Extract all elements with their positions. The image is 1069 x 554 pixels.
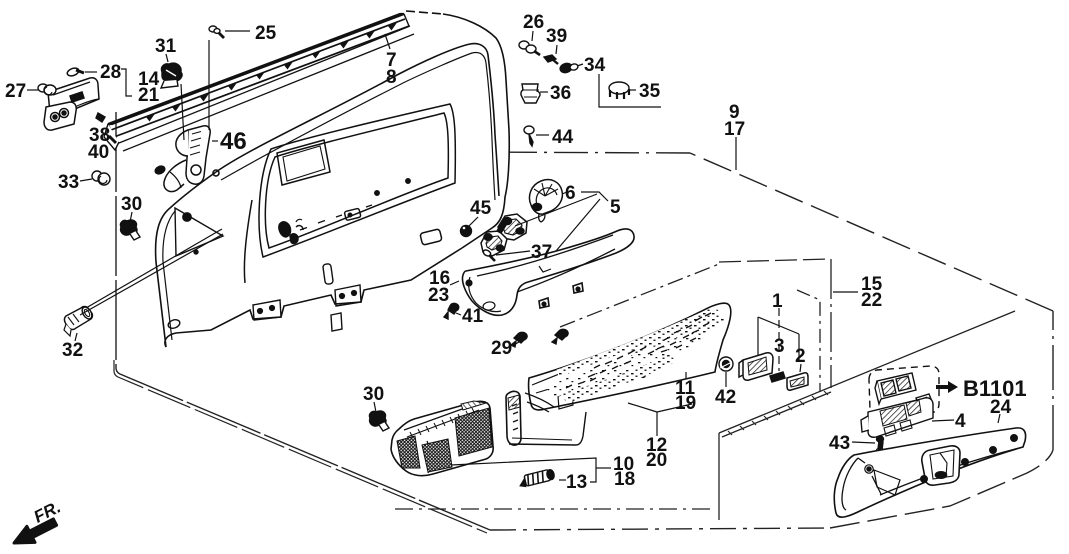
svg-text:33: 33 [58, 172, 79, 193]
svg-text:35: 35 [639, 81, 661, 102]
svg-text:16: 16 [429, 268, 450, 289]
svg-text:23: 23 [428, 285, 449, 306]
svg-text:43: 43 [829, 433, 850, 454]
svg-text:30: 30 [121, 194, 142, 215]
svg-text:26: 26 [523, 12, 544, 33]
svg-text:18: 18 [614, 469, 635, 490]
svg-text:13: 13 [566, 472, 587, 493]
svg-text:40: 40 [88, 142, 109, 163]
svg-text:B1101: B1101 [963, 376, 1027, 401]
svg-text:30: 30 [363, 384, 384, 405]
svg-text:25: 25 [255, 23, 277, 44]
svg-text:27: 27 [5, 81, 26, 102]
svg-text:8: 8 [386, 67, 397, 88]
svg-text:45: 45 [470, 198, 492, 219]
svg-text:9: 9 [729, 102, 740, 123]
svg-text:32: 32 [62, 340, 83, 361]
svg-text:41: 41 [462, 306, 484, 327]
svg-text:39: 39 [546, 26, 567, 47]
svg-text:14: 14 [138, 69, 160, 90]
svg-text:37: 37 [531, 242, 552, 263]
svg-text:38: 38 [89, 125, 110, 146]
svg-text:12: 12 [646, 435, 667, 456]
svg-text:7: 7 [386, 50, 397, 71]
svg-text:42: 42 [715, 387, 736, 408]
svg-text:46: 46 [220, 128, 247, 155]
svg-text:28: 28 [100, 62, 121, 83]
svg-text:10: 10 [613, 454, 634, 475]
svg-text:2: 2 [795, 346, 806, 367]
svg-text:5: 5 [610, 197, 621, 218]
svg-text:15: 15 [861, 274, 883, 295]
svg-text:19: 19 [675, 393, 696, 414]
svg-text:44: 44 [552, 127, 574, 148]
svg-text:3: 3 [774, 336, 785, 357]
svg-text:11: 11 [675, 378, 696, 399]
svg-text:6: 6 [565, 183, 576, 204]
svg-text:29: 29 [491, 338, 512, 359]
svg-text:20: 20 [646, 450, 667, 471]
svg-text:4: 4 [955, 411, 966, 432]
svg-text:17: 17 [724, 119, 745, 140]
svg-text:31: 31 [155, 36, 177, 57]
svg-text:36: 36 [550, 83, 571, 104]
svg-text:21: 21 [138, 85, 160, 106]
svg-text:24: 24 [990, 397, 1012, 418]
svg-text:34: 34 [584, 55, 606, 76]
svg-text:22: 22 [861, 290, 882, 311]
svg-text:1: 1 [772, 291, 783, 312]
